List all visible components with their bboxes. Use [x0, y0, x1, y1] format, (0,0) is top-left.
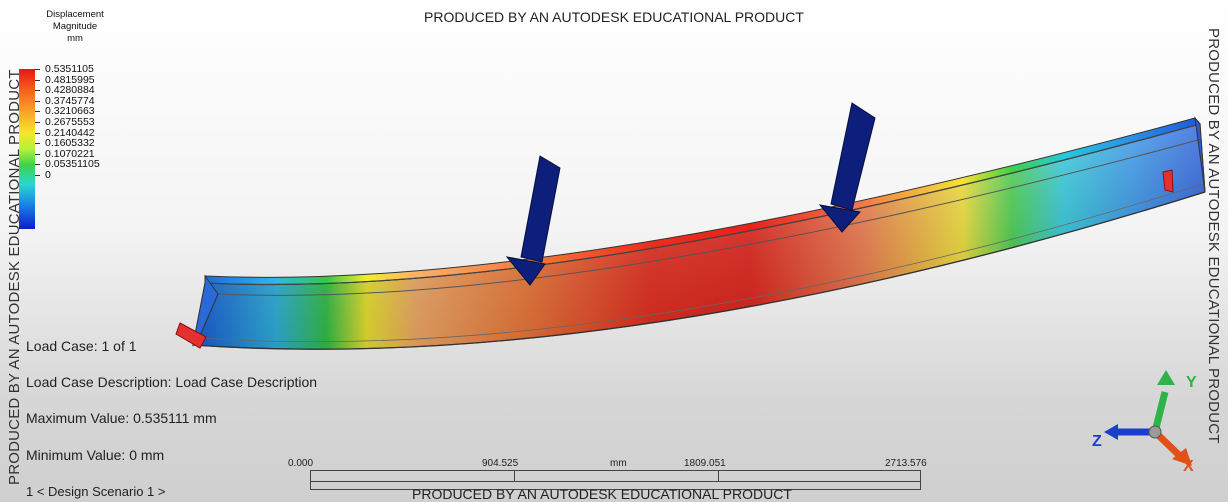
legend-value: 0.5351105	[35, 64, 100, 75]
load-arrow-2[interactable]	[818, 102, 876, 233]
view-triad[interactable]: Y Z X	[1092, 370, 1197, 475]
legend-value: 0.05351105	[35, 159, 100, 170]
scale-tick-label: 2713.576	[885, 458, 927, 469]
scale-segment	[311, 471, 515, 482]
scale-segment	[718, 471, 920, 482]
legend-value: 0.3745774	[35, 96, 100, 107]
legend-value: 0.3210663	[35, 106, 100, 117]
maximum-value-text: Maximum Value: 0.535111 mm	[26, 410, 217, 426]
legend-value: 0	[35, 170, 100, 181]
scale-segment	[514, 471, 719, 482]
load-case-description-text: Load Case Description: Load Case Descrip…	[26, 374, 318, 390]
axis-y-label: Y	[1186, 374, 1197, 391]
scale-tick-label: 0.000	[288, 458, 314, 469]
legend-color-bar	[19, 69, 35, 229]
load-case-text: Load Case: 1 of 1	[26, 338, 137, 354]
legend-title: Displacement Magnitude mm	[28, 9, 122, 45]
axis-z-label: Z	[1092, 433, 1102, 450]
legend-title-line: Displacement	[46, 9, 104, 20]
watermark-bottom: PRODUCED BY AN AUTODESK EDUCATIONAL PROD…	[412, 486, 792, 502]
legend-title-line: Magnitude	[52, 21, 98, 32]
scale-tick-label: 1809.051	[684, 458, 726, 469]
fixed-constraint-left[interactable]	[175, 322, 207, 349]
legend-value: 0.4815995	[35, 74, 100, 86]
legend-value: 0.4280884	[35, 85, 100, 96]
scale-unit-label: mm	[610, 458, 627, 469]
axis-x-label: X	[1183, 458, 1194, 475]
minimum-value-text: Minimum Value: 0 mm	[26, 447, 165, 463]
i-beam[interactable]	[192, 116, 1206, 350]
legend-value: 0.1605332	[35, 138, 100, 149]
design-scenario-text: 1 < Design Scenario 1 >	[26, 484, 166, 499]
legend-labels: 0.5351105 0.4815995 0.4280884 0.3745774 …	[35, 64, 100, 181]
legend-value: 0.2140442	[35, 127, 100, 139]
load-arrow-1[interactable]	[505, 155, 561, 286]
legend-value: 0.1070221	[35, 149, 100, 160]
scale-bar	[310, 470, 921, 490]
scale-tick-label: 904.525	[482, 458, 519, 469]
legend-title-line: mm	[67, 33, 83, 44]
legend-value: 0.2675553	[35, 117, 100, 128]
watermark-top: PRODUCED BY AN AUTODESK EDUCATIONAL PROD…	[424, 9, 804, 25]
fixed-constraint-right[interactable]	[1162, 169, 1174, 193]
